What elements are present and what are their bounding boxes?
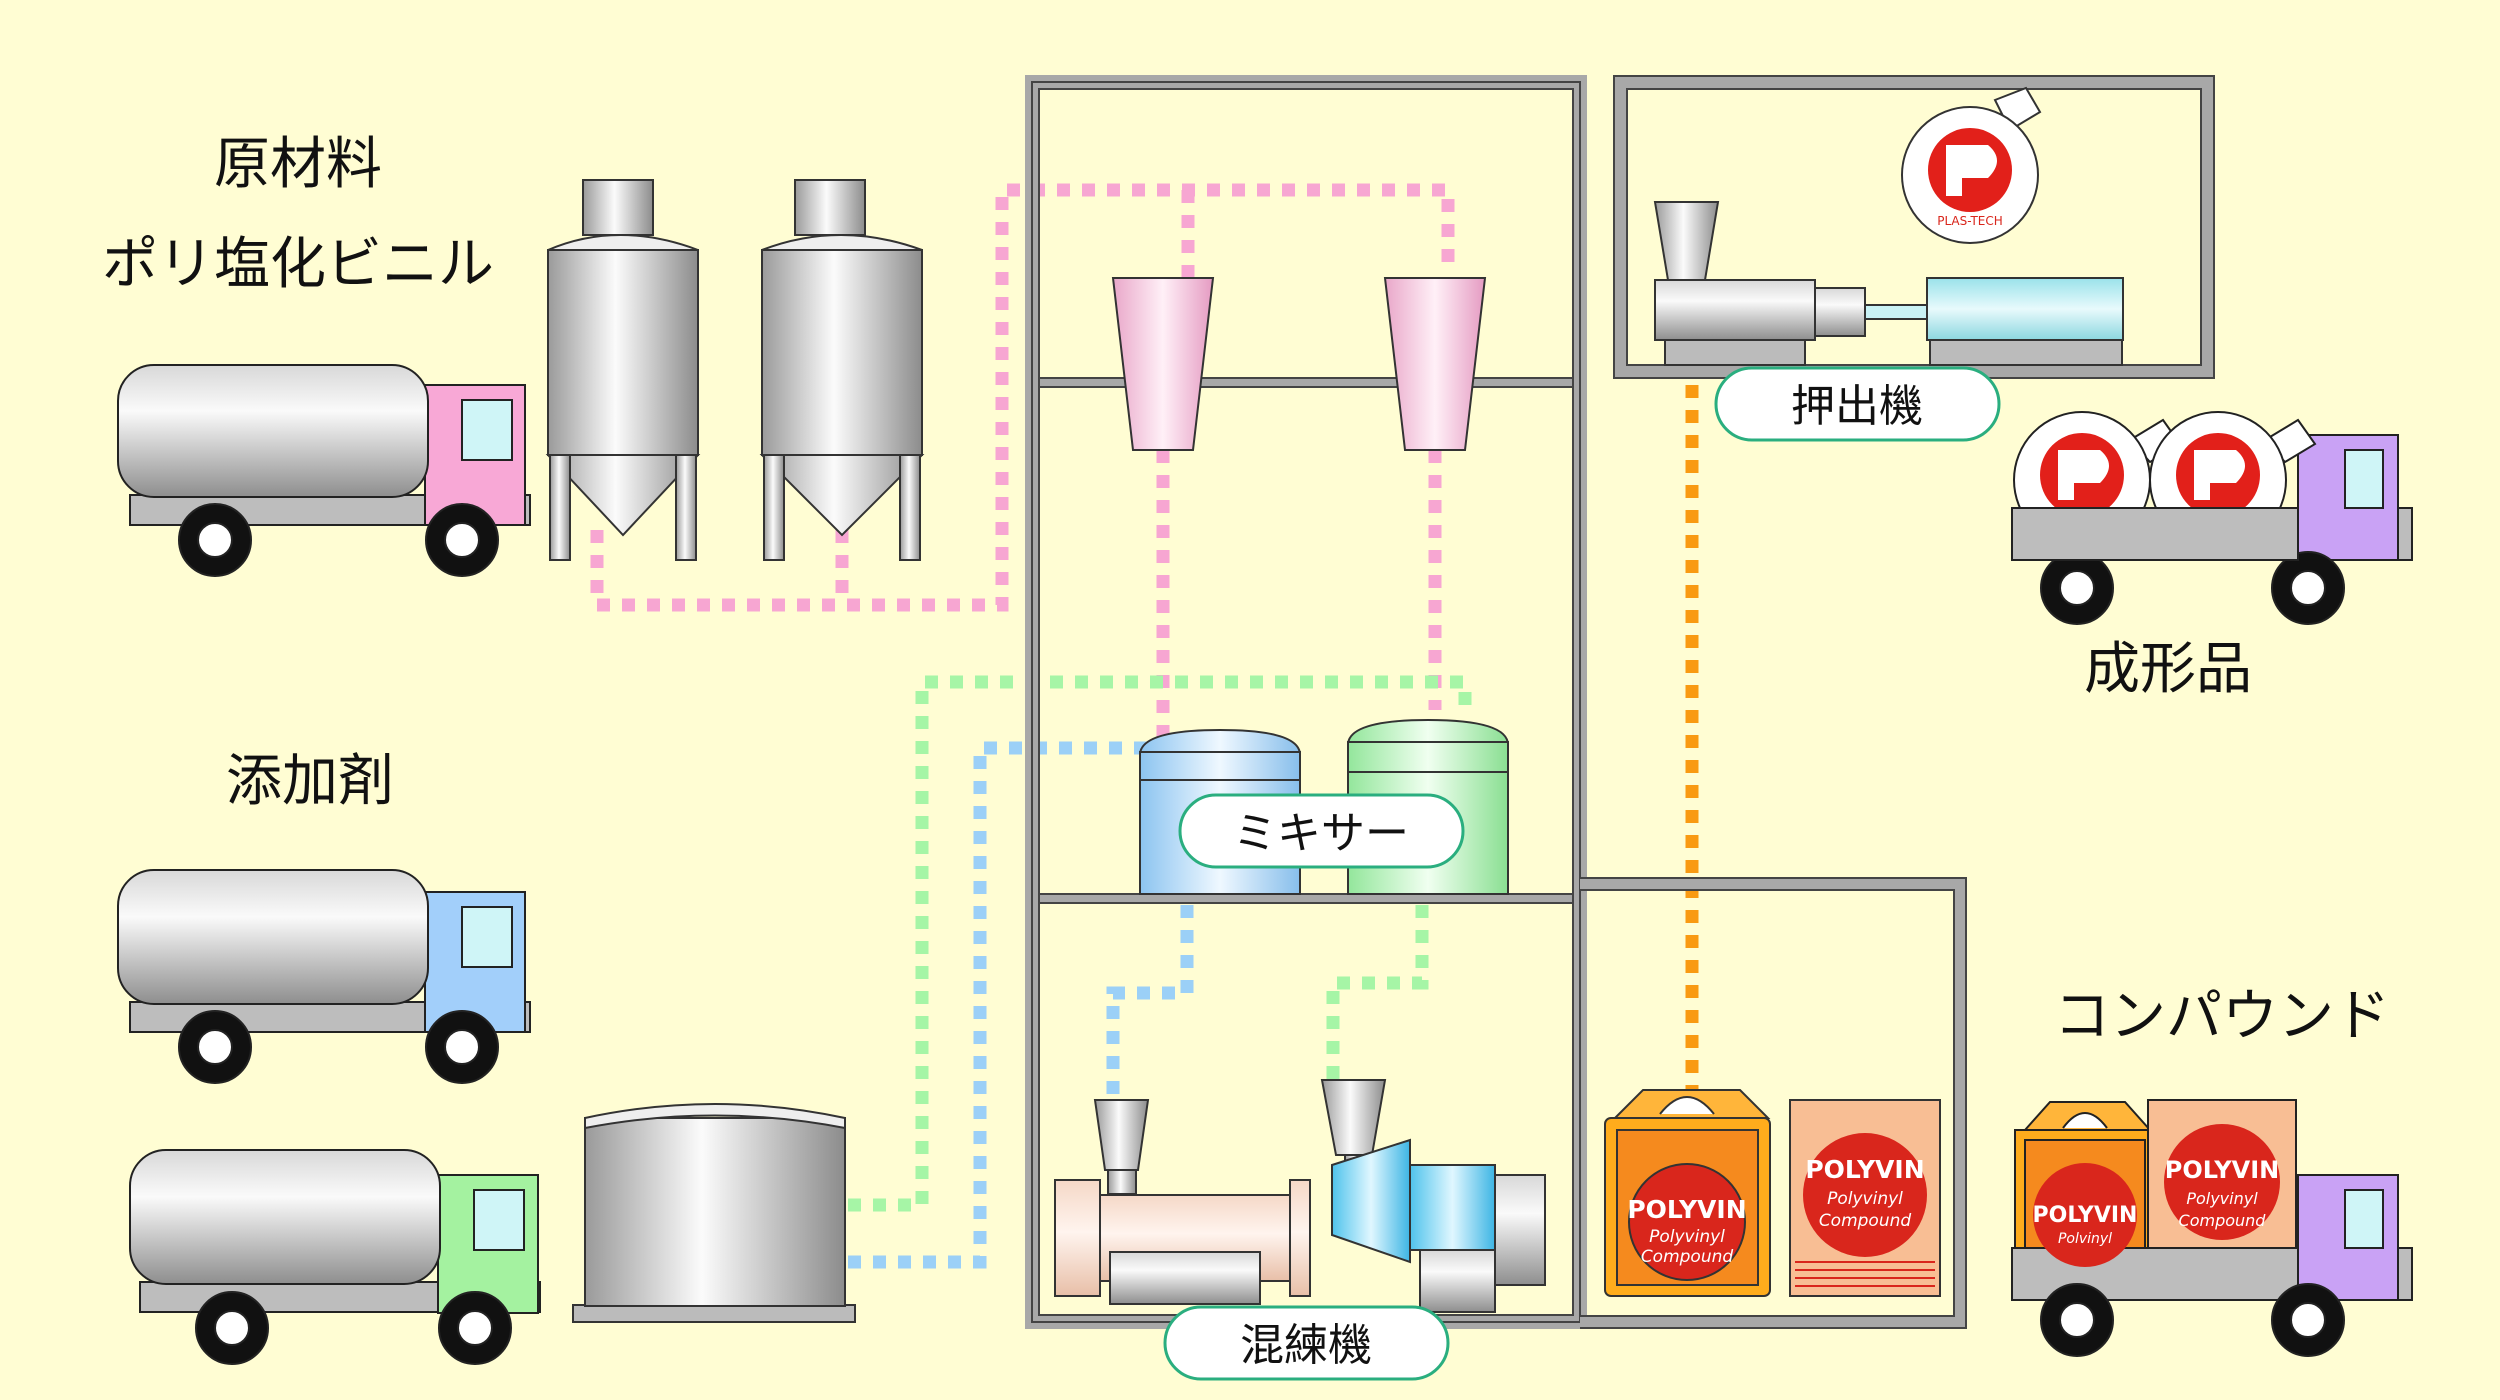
additive-flow-line-blue (848, 741, 1160, 1269)
polyvin-truck-bag-line: Polvinyl (2058, 1231, 2112, 1247)
kneader-right (1320, 1079, 1546, 1313)
kneader-label-text: 混練機 (1240, 1320, 1372, 1371)
mixer-label: ミキサー (1178, 793, 1465, 869)
compound-truck: POLYVIN Polvinyl POLYVIN Polyvinyl Compo… (2011, 1099, 2413, 1357)
pvc-silo-2 (759, 179, 925, 561)
polyvin-truck-bag-title: POLYVIN (2033, 1203, 2138, 1228)
plastech-logo-text: PLAS-TECH (1937, 214, 2003, 228)
polyvin-bag-title: POLYVIN (1627, 1195, 1746, 1224)
section-labels: 原材料 ポリ塩化ビニル 添加剤 成形品 コンパウンド (102, 132, 2390, 1049)
compound-bag: POLYVIN Polyvinyl Compound (1604, 1089, 1771, 1297)
mixer-feed-hopper-2 (1383, 277, 1487, 451)
additive-tanker-truck-green (129, 1149, 541, 1365)
compound-box: POLYVIN Polyvinyl Compound (1789, 1099, 1941, 1297)
kneader-left (1054, 1099, 1311, 1305)
pvc-flow-line-silo1 (590, 183, 1455, 612)
green-flow-line-mixer-to-kneader (1326, 905, 1429, 1085)
label-compound: コンパウンド (2054, 984, 2390, 1049)
extruder-machine (1653, 201, 2124, 366)
kneader-label: 混練機 (1163, 1305, 1450, 1381)
polyvin-bag-line2: Compound (1641, 1247, 1734, 1267)
polyvin-bag-line1: Polyvinyl (1649, 1227, 1725, 1247)
polyvin-box-line1: Polyvinyl (1827, 1189, 1903, 1209)
mixer-feed-hopper-1 (1111, 277, 1215, 451)
polyvin-box-line2: Compound (1819, 1211, 1912, 1231)
molded-product-truck (2011, 411, 2413, 625)
additive-tanker-truck-blue (117, 869, 531, 1084)
mixer-label-text: ミキサー (1233, 808, 1409, 859)
label-additive: 添加剤 (226, 749, 394, 814)
pvc-tanker-truck (117, 364, 531, 577)
additive-storage-tank (572, 1103, 856, 1323)
label-pvc: ポリ塩化ビニル (102, 232, 494, 297)
polyvin-truck-box-title: POLYVIN (2165, 1156, 2280, 1184)
blue-flow-line-mixer-to-kneader (1106, 905, 1194, 1100)
label-molded-product: 成形品 (2084, 637, 2252, 702)
polyvin-box-title: POLYVIN (1805, 1155, 1924, 1184)
label-raw-material: 原材料 (214, 132, 382, 197)
flow-lines (590, 183, 1699, 1269)
plastech-product-logo: PLAS-TECH (1901, 86, 2042, 244)
polyvin-truck-box-line1: Polyvinyl (2186, 1189, 2258, 1208)
polyvin-truck-box-line2: Compound (2179, 1211, 2267, 1230)
extruder-label: 押出機 (1714, 366, 2001, 442)
pvc-silo-1 (545, 179, 701, 561)
extruder-label-text: 押出機 (1791, 381, 1923, 432)
